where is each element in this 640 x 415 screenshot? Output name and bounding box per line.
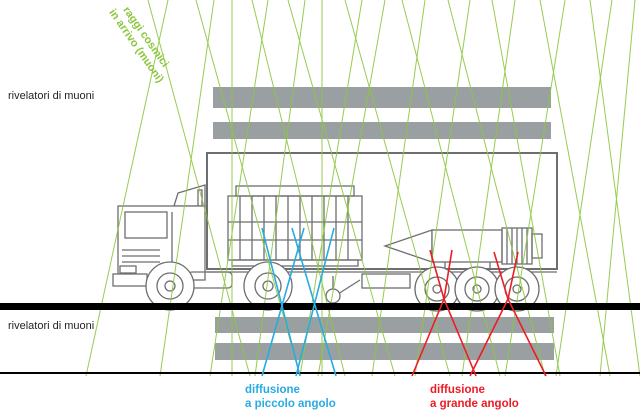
small-angle-scatter-line [261,227,305,377]
cosmic-ray [555,0,613,377]
cosmic-ray [254,0,306,377]
truck-drawing [112,152,558,312]
drive-wheel [243,261,293,311]
detector-label-bottom: rivelatori di muoni [8,320,94,332]
missile [382,227,543,270]
cab-roof-deflector [173,184,206,207]
cosmic-ray [491,0,561,377]
rack-lid [235,185,355,197]
side-labels: rivelatori di muoni rivelatori di muoni [8,90,94,332]
cosmic-ray [147,0,251,377]
ground-line-thick [0,303,640,310]
large-angle-label: diffusione a grande angolo [430,384,519,410]
container-outline [206,152,558,270]
cosmic-ray [287,0,396,377]
small-angle-scatter-line [295,227,335,377]
front-wheel-rim [156,272,184,300]
front-bumper [112,273,148,287]
cosmic-ray [344,0,451,377]
headlight [119,265,137,274]
detector-label-top: rivelatori di muoni [8,90,94,102]
cosmic-ray [85,0,169,377]
front-wheel-hub [164,280,176,292]
detector-bar-top-2 [213,122,551,139]
detector-bar-bottom-2 [215,343,554,360]
drawbar [337,279,361,295]
missile-tail [531,233,543,259]
trailer-wheel-3-hub [512,284,522,294]
small-angle-scatter-line [261,227,301,377]
cargo-drum-rack [227,185,363,267]
cosmic-ray [317,0,386,377]
small-angle-label-line-2: a piccolo angolo [245,398,336,410]
small-angle-label: diffusione a piccolo angolo [245,384,336,410]
cosmic-rays-group [85,0,640,377]
small-angle-scatter-group [261,227,337,377]
cosmic-ray [589,0,640,377]
cosmic-ray [461,0,516,377]
trailer-wheel-2-hub [472,284,482,294]
missile-body [431,229,503,263]
cab-window [124,211,168,239]
ground-line-thin [0,372,640,374]
small-angle-label-line-1: diffusione [245,384,300,396]
cosmic-ray [401,0,501,377]
large-angle-scatter-line [507,251,547,377]
cosmic-ray [159,0,215,377]
small-angle-scatter-line [291,227,337,377]
large-angle-label-line-2: a grande angolo [430,398,519,410]
cosmic-ray [447,0,546,377]
ground-lines [0,303,640,374]
cosmic-ray [209,0,269,377]
drive-wheel-rim [254,272,282,300]
cosmic-ray [299,0,363,377]
detector-bar-top-1 [213,87,551,108]
detector-bar-bottom-1 [215,317,554,333]
cosmic-ray [599,0,636,377]
cosmic-ray [371,0,426,377]
front-wheel [145,261,195,311]
cosmic-ray-label: raggi cosmici in arrivo (muoni) [106,5,171,86]
large-angle-scatter-line [443,249,477,377]
rack-frame [227,195,363,261]
large-angle-scatter-group [411,249,547,377]
large-angle-label-line-1: diffusione [430,384,485,396]
cosmic-ray [539,0,611,377]
trailer-wheel-2-rim [464,276,490,302]
cosmic-ray [414,0,471,377]
cosmic-ray [195,0,301,377]
